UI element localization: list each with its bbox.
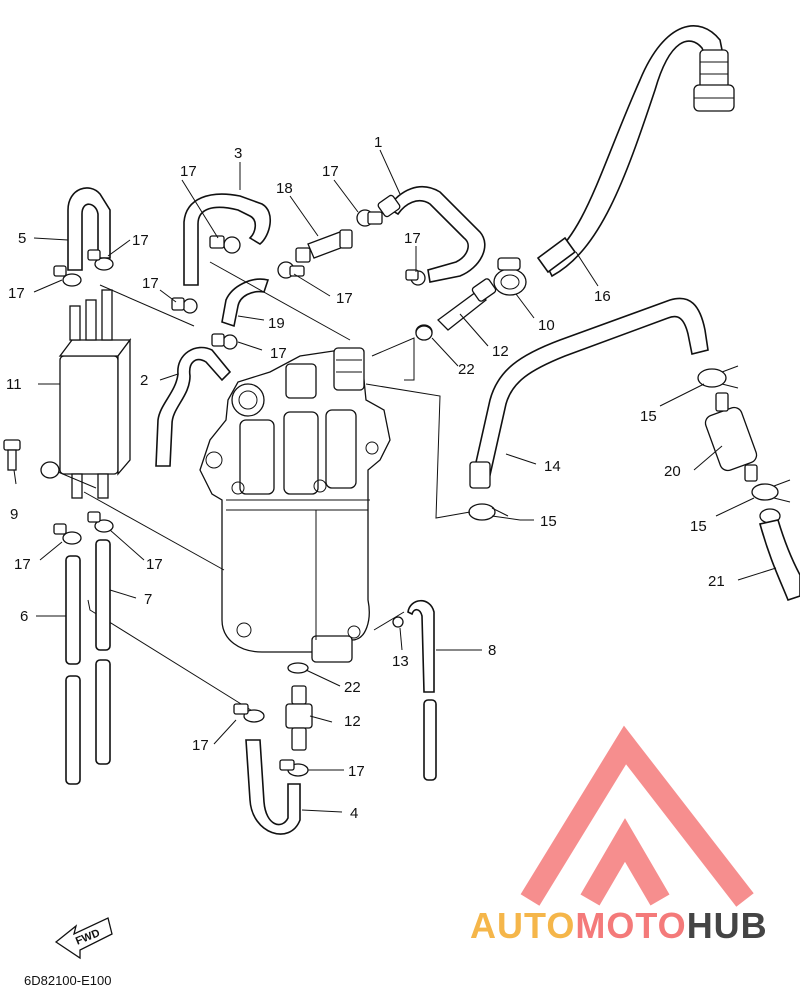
- callout-17-a: 17: [180, 163, 197, 180]
- callout-17-e: 17: [270, 345, 287, 362]
- callout-16: 16: [594, 288, 611, 305]
- callout-5: 5: [18, 230, 26, 247]
- clamp-15-mid: [468, 503, 521, 521]
- callout-17-l: 17: [348, 763, 365, 780]
- callout-22-bottom: 22: [344, 679, 361, 696]
- callout-10: 10: [538, 317, 555, 334]
- hose-6: [65, 555, 81, 785]
- callout-15-right: 15: [690, 518, 707, 535]
- callout-20: 20: [664, 463, 681, 480]
- callout-3: 3: [234, 145, 242, 162]
- callout-1: 1: [374, 134, 382, 151]
- joint-18: [295, 229, 353, 263]
- callout-17-f: 17: [322, 163, 339, 180]
- callout-17-d: 17: [142, 275, 159, 292]
- callout-17-k: 17: [192, 737, 209, 754]
- hose-1: [377, 186, 486, 283]
- callout-17-j: 17: [146, 556, 163, 573]
- hose-14: [469, 297, 709, 489]
- callout-labels: 1 2 3 4 5 6 7 8 9 10 11 12 12 13 14 15 1…: [6, 134, 725, 822]
- diagram-code: 6D82100-E100: [24, 973, 111, 988]
- bolt-9: [3, 439, 97, 489]
- watermark-logo: [520, 725, 754, 907]
- hose-21: [759, 519, 800, 601]
- watermark-moto: MOTO: [575, 905, 687, 946]
- hose-7: [95, 539, 111, 765]
- vapor-separator: [199, 347, 391, 663]
- callout-11: 11: [6, 376, 22, 393]
- oring-22-top: [415, 325, 433, 341]
- hose-3: [183, 193, 271, 286]
- clamp-17-18: [277, 261, 305, 279]
- filter-20: [704, 392, 758, 482]
- watermark-hub: HUB: [686, 905, 768, 946]
- callout-15-mid: 15: [540, 513, 557, 530]
- fwd-arrow: FWD: [54, 917, 113, 960]
- callout-12-bottom: 12: [344, 713, 361, 730]
- callout-13: 13: [392, 653, 409, 670]
- callout-2: 2: [140, 372, 148, 389]
- oring-22-bottom: [287, 662, 309, 674]
- callout-12-top: 12: [492, 343, 509, 360]
- hose-16: [543, 25, 735, 278]
- clamp-17-19: [171, 297, 238, 350]
- callout-6: 6: [20, 608, 28, 625]
- clamp-17-filter: [53, 249, 114, 545]
- callout-18: 18: [276, 180, 293, 197]
- leader-lines: [83, 261, 471, 713]
- callout-8: 8: [488, 642, 496, 659]
- clamp-10: [493, 257, 527, 296]
- callout-14: 14: [544, 458, 561, 475]
- callout-leaders: [13, 149, 777, 813]
- hose-19: [221, 278, 270, 328]
- clamp-17-1: [356, 209, 383, 227]
- clamp-15-top: [697, 365, 739, 389]
- hose-16-end: [536, 236, 577, 274]
- callout-17-h: 17: [404, 230, 421, 247]
- callout-17-c: 17: [8, 285, 25, 302]
- callout-22-top: 22: [458, 361, 475, 378]
- callout-7: 7: [144, 591, 152, 608]
- callout-15-top: 15: [640, 408, 657, 425]
- hose-4: [233, 703, 309, 835]
- filter-11: [58, 289, 132, 499]
- callout-17-g: 17: [336, 290, 353, 307]
- hose-2: [155, 346, 232, 467]
- hose-8: [407, 599, 437, 781]
- fitting-17-3: [209, 235, 241, 254]
- callout-17-b: 17: [132, 232, 149, 249]
- clamp-15-right: [751, 479, 791, 503]
- fitting-12-bottom: [285, 685, 313, 751]
- watermark-auto: AUTO: [470, 905, 576, 946]
- callout-9: 9: [10, 506, 18, 523]
- callout-17-i: 17: [14, 556, 31, 573]
- callout-4: 4: [350, 805, 358, 822]
- callout-19: 19: [268, 315, 285, 332]
- clip-13: [392, 616, 404, 628]
- clamp-17-mid: [405, 269, 426, 286]
- callout-21: 21: [708, 573, 725, 590]
- watermark-text: AUTOMOTOHUB: [470, 905, 768, 947]
